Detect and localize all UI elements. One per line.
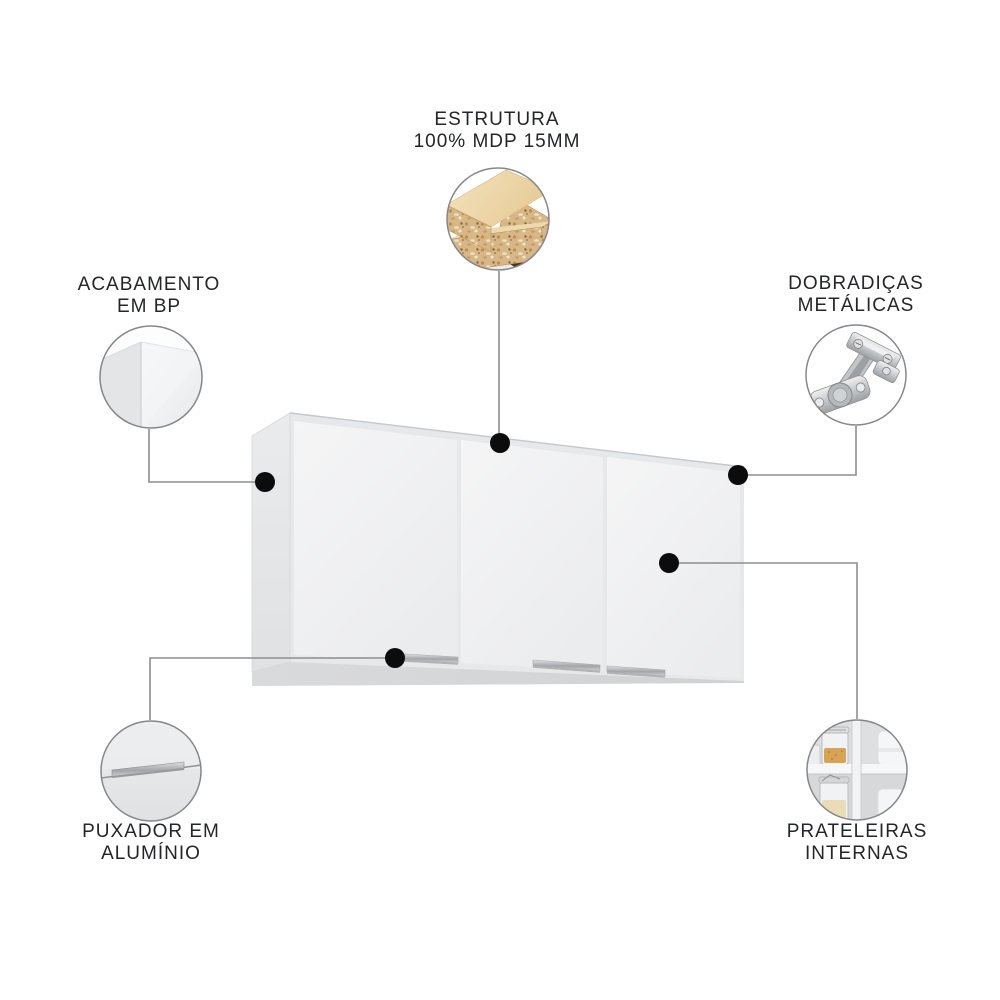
label-puxador-line2: ALUMÍNIO <box>101 843 201 864</box>
callout-circle-acabamento <box>99 325 203 429</box>
handle-left-shadow <box>404 660 459 665</box>
label-prateleiras-line2: INTERNAS <box>804 843 910 864</box>
cabinet-door-left <box>294 421 457 663</box>
label-dobradicas-line1: DOBRADIÇAS <box>788 273 924 294</box>
grain-jar-top <box>820 726 850 766</box>
label-prateleiras-line1: PRATELEIRAS <box>786 821 928 842</box>
dot-puxador <box>385 648 405 668</box>
connector-dobradicas <box>738 426 857 476</box>
shelf-divider <box>852 720 861 820</box>
cabinet-left-side <box>251 412 291 673</box>
callout-circle-prateleiras <box>806 719 908 821</box>
label-prateleiras: PRATELEIRAS INTERNAS <box>787 821 928 865</box>
acabamento-circle-outline <box>99 325 203 429</box>
cabinet-top-edge <box>289 412 745 468</box>
prateleiras-circle-outline <box>806 719 908 821</box>
dot-acabamento <box>255 472 275 492</box>
label-puxador-line1: PUXADOR EM <box>82 821 220 842</box>
connector-acabamento <box>148 429 265 483</box>
aluminum-handle-icon <box>101 721 201 821</box>
label-acabamento-line1: ACABAMENTO <box>77 274 221 295</box>
label-estrutura: ESTRUTURA 100% MDP 15MM <box>414 109 581 153</box>
dot-dobradicas <box>728 465 748 485</box>
cabinet-door-middle <box>461 440 603 671</box>
callout-circle-estrutura <box>446 167 550 271</box>
dot-estrutura <box>490 433 510 453</box>
dot-prateleiras <box>659 553 679 573</box>
connector-lines <box>148 271 858 720</box>
label-estrutura-line2: 100% MDP 15MM <box>413 131 581 152</box>
connector-puxador <box>149 657 395 720</box>
metal-hinge-icon <box>806 325 906 425</box>
handle-middle-door <box>532 659 601 672</box>
callout-circle-dobradicas <box>805 324 907 426</box>
label-estrutura-line1: ESTRUTURA <box>434 109 560 130</box>
handle-right-door <box>606 665 666 677</box>
bp-finish-corner-icon <box>100 326 202 428</box>
label-dobradicas-line2: METÁLICAS <box>797 295 915 316</box>
dobradicas-circle-outline <box>805 324 907 426</box>
handle-right-shadow <box>606 672 666 678</box>
callout-dots <box>255 433 748 668</box>
cabinet-underside <box>252 660 744 686</box>
cabinet-render <box>251 412 745 686</box>
callout-circle-puxador <box>100 720 202 822</box>
estrutura-circle-outline <box>446 167 550 271</box>
label-puxador: PUXADOR EM ALUMÍNIO <box>82 821 220 865</box>
label-dobradicas: DOBRADIÇAS METÁLICAS <box>788 273 924 317</box>
label-acabamento-line2: EM BP <box>116 296 182 317</box>
label-acabamento: ACABAMENTO EM BP <box>78 274 221 318</box>
door-handles <box>404 653 666 678</box>
puxador-circle-outline <box>100 720 202 822</box>
handle-middle-shadow <box>532 666 601 673</box>
connector-prateleiras <box>669 562 858 719</box>
